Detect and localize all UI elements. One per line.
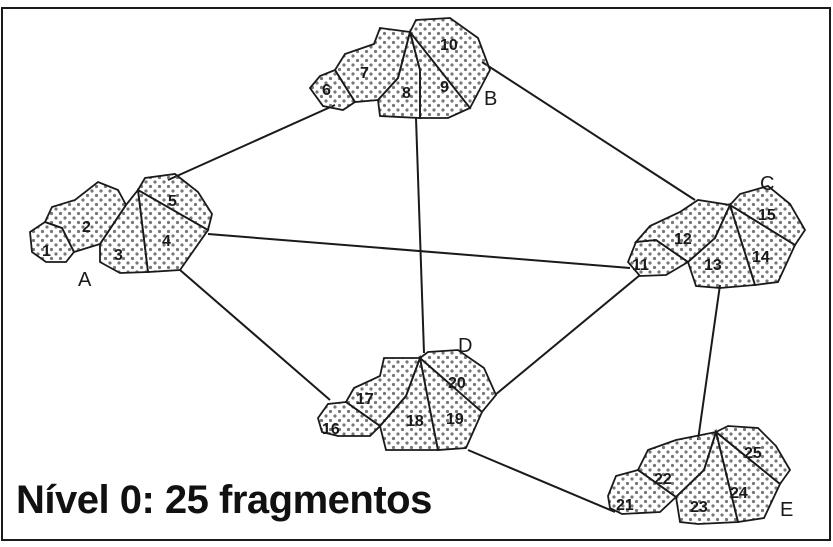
fragment-label-23: 23	[690, 499, 708, 516]
edge-a-d	[179, 269, 331, 401]
fragment-25[interactable]	[714, 425, 792, 486]
fragment-21[interactable]	[607, 469, 678, 515]
fragment-label-14: 14	[752, 249, 770, 266]
fragment-label-13: 13	[704, 257, 722, 274]
fragment-label-1: 1	[42, 243, 51, 260]
fragment-label-25: 25	[744, 445, 762, 462]
cluster-label-d: D	[458, 335, 472, 357]
fragment-5[interactable]	[136, 173, 213, 232]
fragment-label-6: 6	[322, 82, 331, 99]
fragment-label-22: 22	[654, 471, 672, 488]
fragment-label-16: 16	[322, 421, 340, 438]
fragment-label-2: 2	[82, 219, 91, 236]
fragment-label-20: 20	[448, 375, 466, 392]
cluster-labels: A B C D E	[78, 88, 793, 521]
edge-b-c	[481, 61, 696, 201]
fragment-10[interactable]	[408, 17, 491, 110]
fragment-label-21: 21	[616, 497, 634, 514]
level-title: Nível 0: 25 fragmentos	[16, 478, 432, 522]
cluster-label-e: E	[780, 499, 793, 521]
edge-d-e	[467, 449, 616, 513]
fragment-label-4: 4	[162, 233, 171, 250]
fragment-label-18: 18	[406, 413, 424, 430]
fragment-label-9: 9	[440, 79, 449, 96]
fragment-label-15: 15	[758, 207, 776, 224]
edge-a-b	[167, 104, 336, 181]
fragment-label-11: 11	[632, 257, 649, 274]
fragment-label-7: 7	[360, 65, 369, 82]
cluster-label-b: B	[484, 88, 497, 110]
cluster-a	[29, 173, 213, 274]
fragment-label-12: 12	[674, 231, 692, 248]
edge-c-e	[697, 284, 721, 441]
fragment-label-8: 8	[402, 85, 411, 102]
edges	[167, 61, 721, 513]
edge-c-d	[494, 274, 641, 396]
fragment-label-3: 3	[114, 247, 123, 264]
fragment-label-17: 17	[356, 391, 374, 408]
fragment-16[interactable]	[317, 401, 382, 437]
fragment-label-5: 5	[168, 193, 177, 210]
fragment-20[interactable]	[418, 349, 498, 414]
cluster-b	[308, 17, 491, 119]
fragment-label-19: 19	[446, 411, 464, 428]
edge-b-d	[415, 117, 425, 354]
cluster-label-c: C	[760, 173, 774, 195]
fragment-15[interactable]	[728, 185, 807, 247]
cluster-d	[317, 349, 498, 451]
cluster-e	[607, 425, 792, 525]
fragment-labels: 1 2 3 4 5 6 7 8 9 10 11 12 13 14 15 16 1…	[42, 37, 776, 516]
cluster-c	[626, 185, 807, 289]
fragment-label-10: 10	[440, 37, 458, 54]
fragment-label-24: 24	[730, 485, 748, 502]
edge-a-c	[207, 233, 631, 269]
cluster-label-a: A	[78, 269, 92, 291]
